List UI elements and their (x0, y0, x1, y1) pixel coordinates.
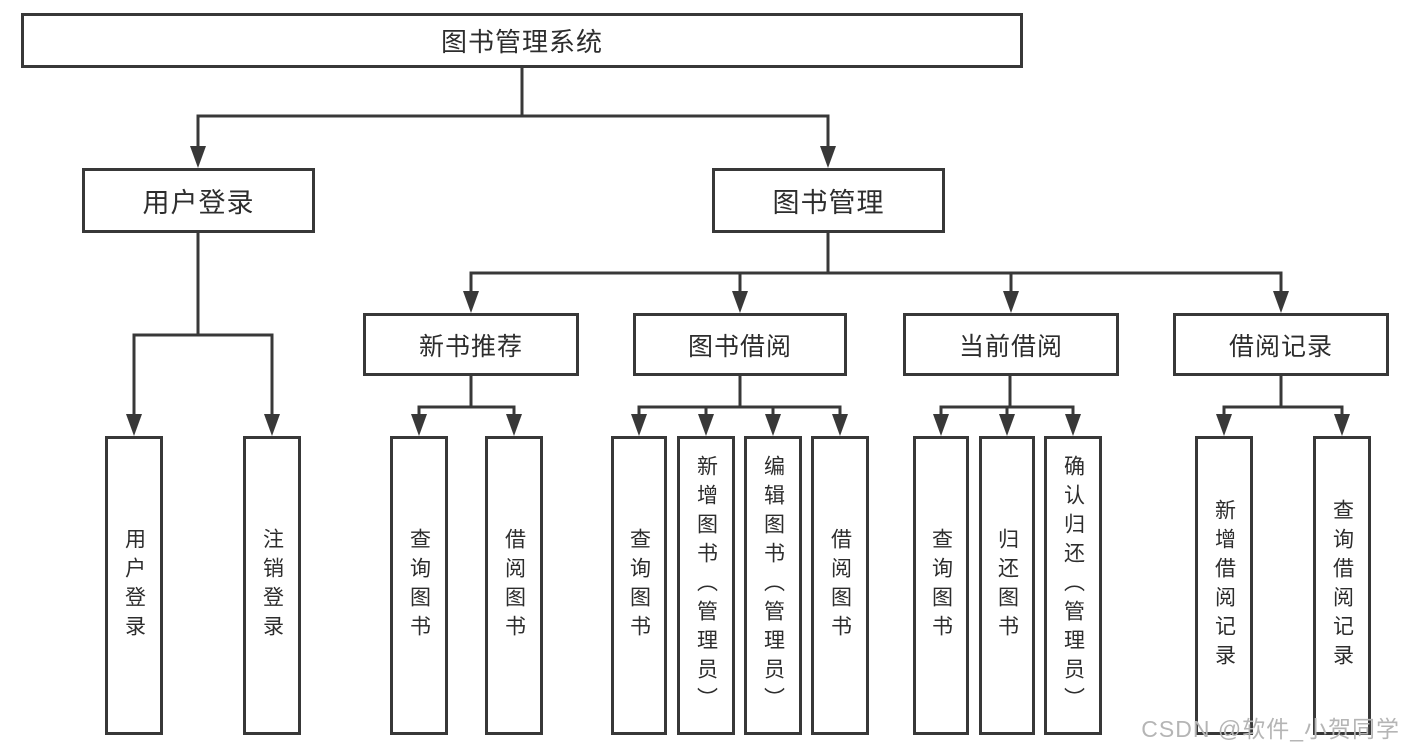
node-current-borrow: 当前借阅 (903, 313, 1119, 376)
leaf-logout: 注销登录 (243, 436, 301, 735)
leaf-records-query-record: 查询借阅记录 (1313, 436, 1371, 735)
node-book-management: 图书管理 (712, 168, 945, 233)
leaf-user-login-label: 用户登录 (122, 527, 146, 644)
node-borrow-records: 借阅记录 (1173, 313, 1389, 376)
leaf-borrow-edit-books-admin: 编辑图书（管理员） (744, 436, 802, 735)
leaf-recommend-query-books: 查询图书 (390, 436, 448, 735)
connector-current-borrow-to-leaves (933, 374, 1081, 436)
leaf-records-query-record-label: 查询借阅记录 (1330, 498, 1354, 673)
node-borrow-records-label: 借阅记录 (1228, 332, 1333, 361)
leaf-borrow-query-books-label: 查询图书 (627, 527, 651, 644)
node-book-management-label: 图书管理 (772, 188, 885, 218)
leaf-current-query-books: 查询图书 (913, 436, 969, 735)
leaf-recommend-query-books-label: 查询图书 (407, 527, 431, 644)
leaf-user-login: 用户登录 (105, 436, 163, 735)
node-user-login-label: 用户登录 (142, 188, 255, 218)
leaf-records-add-record: 新增借阅记录 (1195, 436, 1253, 735)
node-book-borrow-label: 图书借阅 (687, 332, 792, 361)
node-new-book-recommend: 新书推荐 (363, 313, 579, 376)
leaf-records-add-record-label: 新增借阅记录 (1212, 498, 1236, 673)
leaf-borrow-query-books: 查询图书 (611, 436, 667, 735)
leaf-borrow-add-books-admin-label: 新增图书（管理员） (694, 455, 718, 716)
watermark: CSDN @软件_小贺同学 (1141, 716, 1400, 742)
connector-new-book-recommend-to-leaves (411, 374, 522, 436)
connector-book-management-to-level2 (463, 231, 1289, 313)
leaf-current-confirm-return-admin: 确认归还（管理员） (1044, 436, 1102, 735)
node-user-login: 用户登录 (82, 168, 315, 233)
leaf-current-return-books: 归还图书 (979, 436, 1035, 735)
node-new-book-recommend-label: 新书推荐 (418, 332, 523, 361)
node-book-borrow: 图书借阅 (633, 313, 847, 376)
leaf-logout-label: 注销登录 (260, 527, 284, 644)
connector-book-borrow-to-leaves (631, 374, 848, 436)
leaf-recommend-borrow-books: 借阅图书 (485, 436, 543, 735)
leaf-current-return-books-label: 归还图书 (995, 527, 1019, 644)
connector-borrow-records-to-leaves (1216, 374, 1350, 436)
connector-root-to-level1 (190, 66, 836, 168)
leaf-borrow-borrow-books: 借阅图书 (811, 436, 869, 735)
leaf-recommend-borrow-books-label: 借阅图书 (502, 527, 526, 644)
node-root-label: 图书管理系统 (440, 27, 603, 57)
node-root: 图书管理系统 (21, 13, 1023, 68)
connector-user-login-to-leaves (126, 231, 280, 436)
leaf-current-confirm-return-admin-label: 确认归还（管理员） (1061, 455, 1085, 716)
leaf-borrow-borrow-books-label: 借阅图书 (828, 527, 852, 644)
leaf-current-query-books-label: 查询图书 (929, 527, 953, 644)
leaf-borrow-edit-books-admin-label: 编辑图书（管理员） (761, 455, 785, 716)
node-current-borrow-label: 当前借阅 (958, 332, 1063, 361)
leaf-borrow-add-books-admin: 新增图书（管理员） (677, 436, 735, 735)
